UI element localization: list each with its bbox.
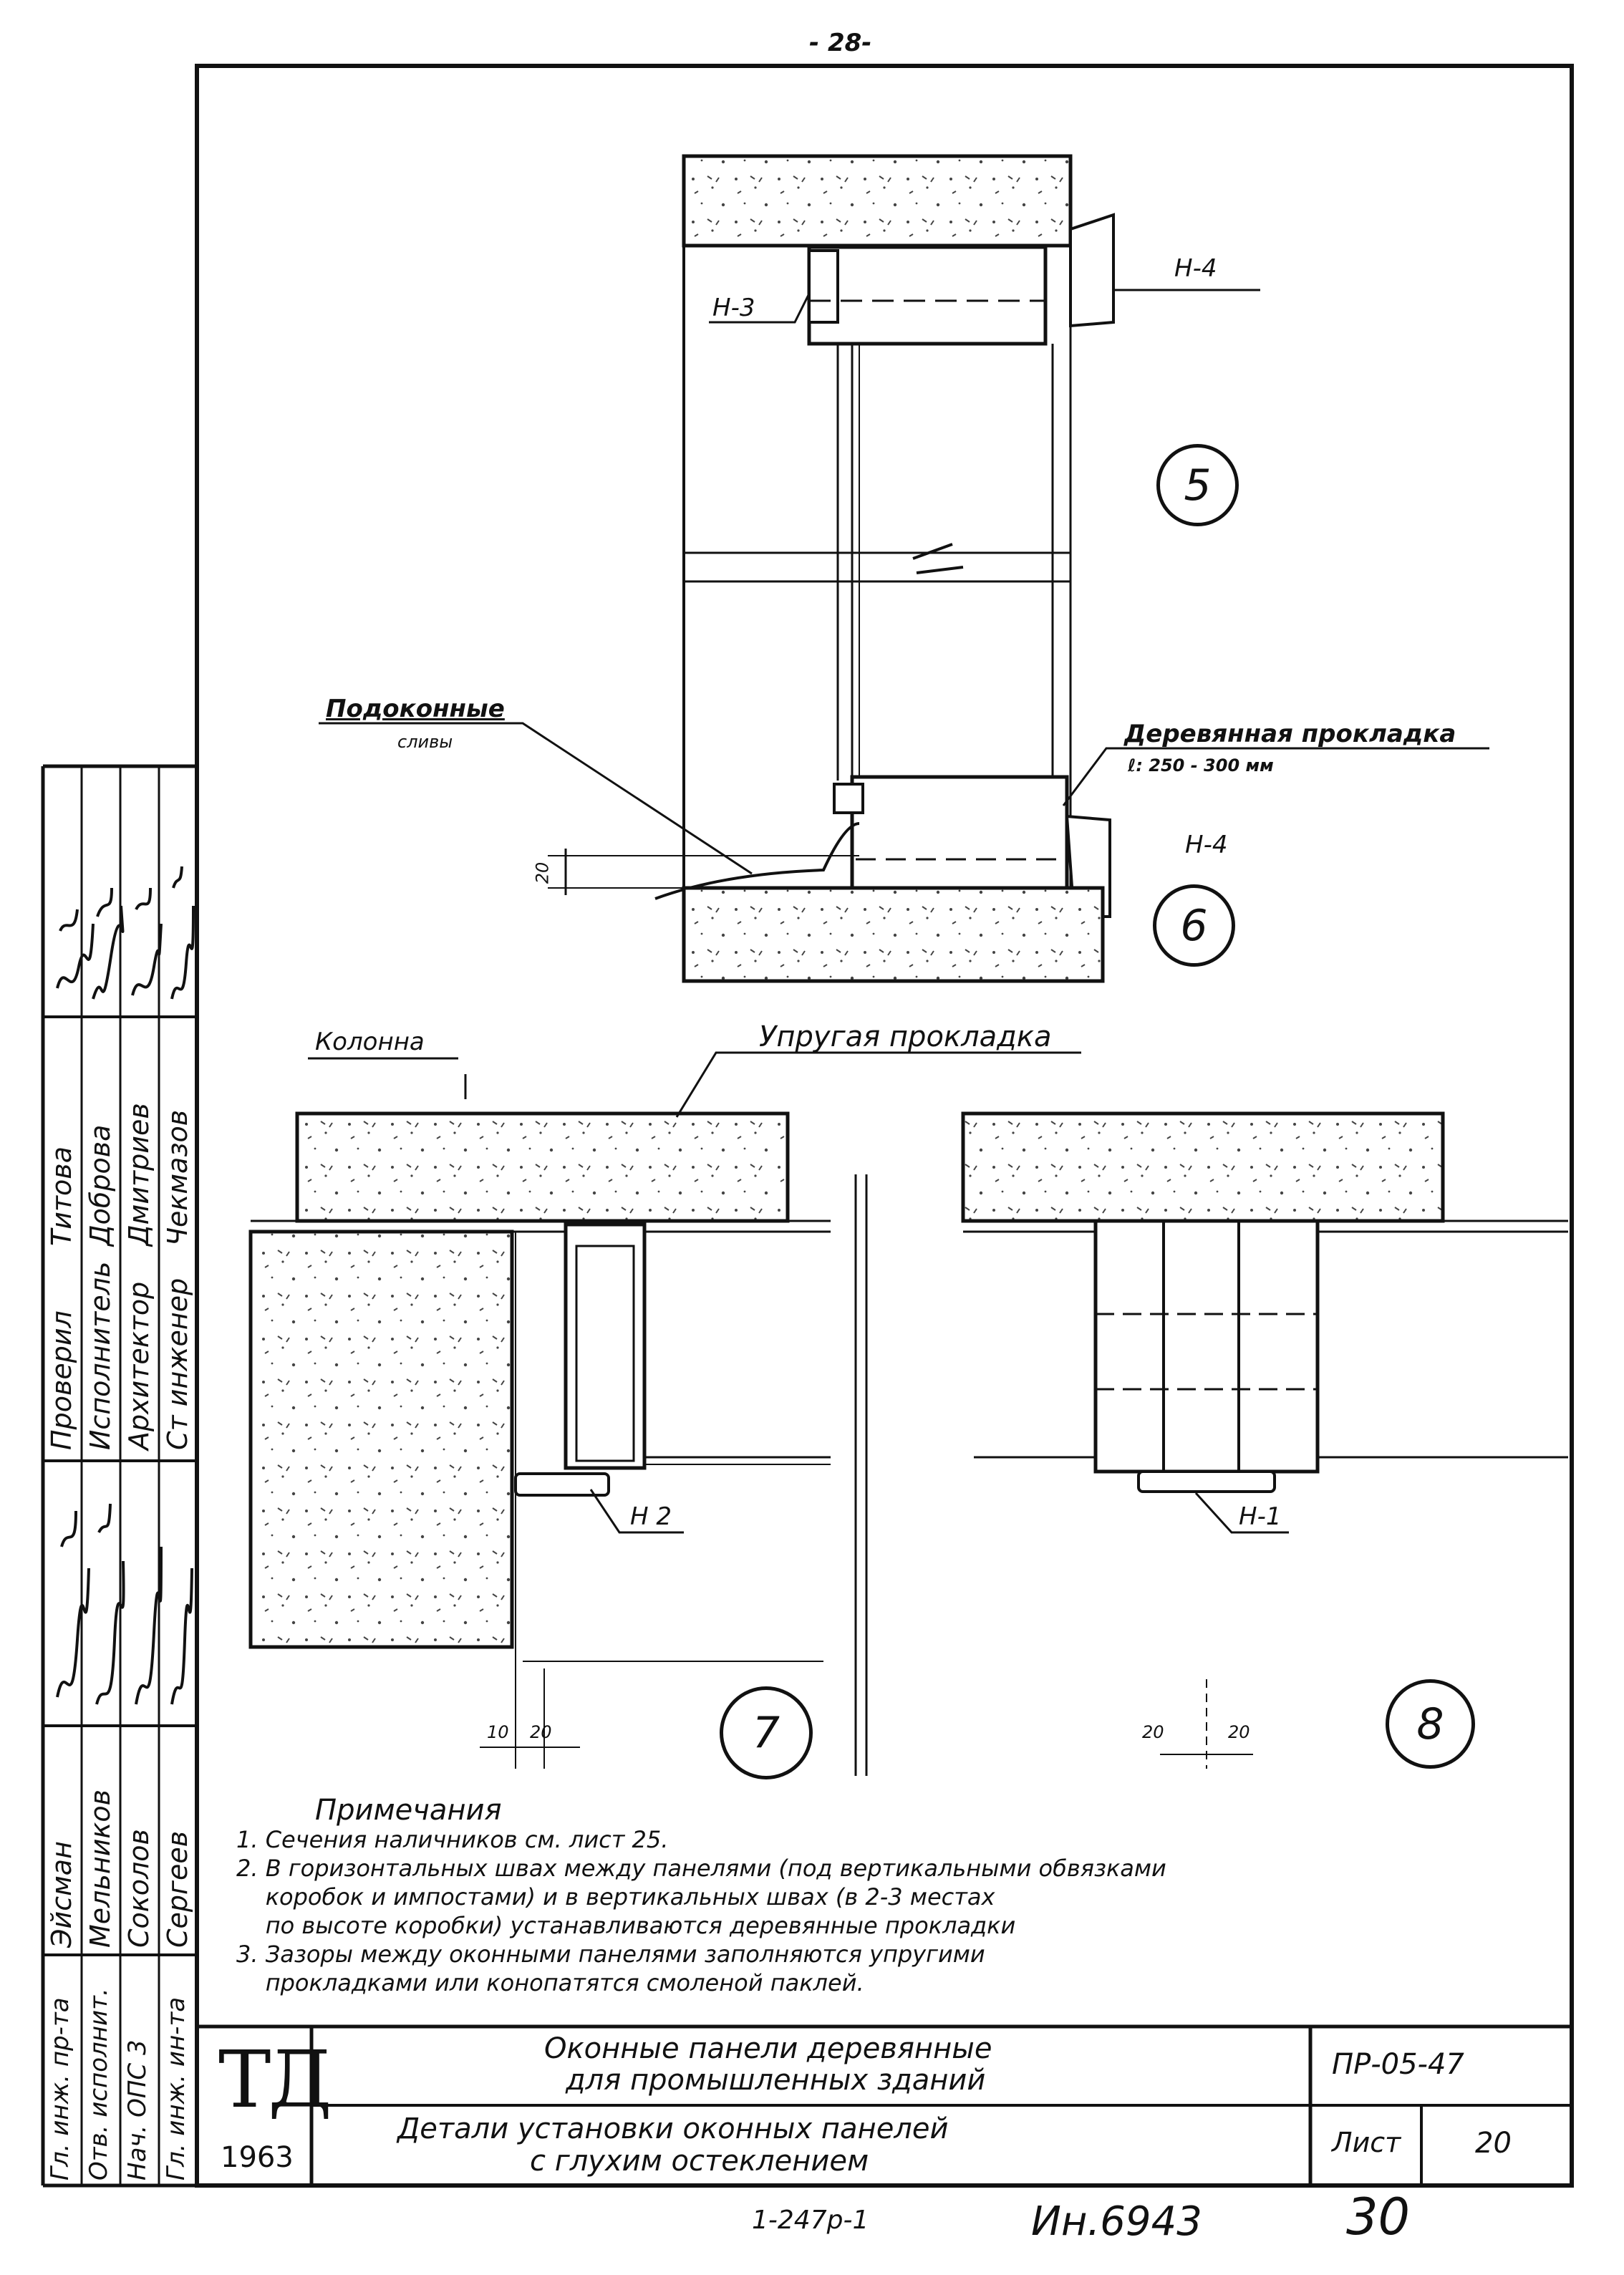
title-line-2: для промышленных зданий <box>566 2064 986 2097</box>
title-block-lines <box>197 2024 1572 2188</box>
drawing-code: ПР-05-47 <box>1332 2048 1464 2081</box>
sig-bottom-name-2: Соколов <box>123 1829 155 1948</box>
detail-8-drawing <box>961 1111 1568 1769</box>
subtitle-line-1: Детали установки оконных панелей <box>397 2112 949 2145</box>
footer-page: 30 <box>1346 2188 1411 2246</box>
sig-name-2: Дмитриев <box>123 1103 155 1246</box>
label-column: Колонна <box>315 1028 425 1056</box>
signature-table-lines <box>41 764 197 2188</box>
notes-title: Примечания <box>315 1794 502 1827</box>
sig-bottom-role-3: Отв. исполнит. <box>84 1988 113 2180</box>
sig-bottom-name-3: Мельников <box>84 1789 116 1948</box>
detail-6-drawing <box>319 722 1489 983</box>
label-n1: Н-1 <box>1239 1502 1282 1531</box>
sig-role-4: Проверил <box>46 1310 77 1450</box>
footer-project: 1-247р-1 <box>752 2206 869 2235</box>
sheet-number: 20 <box>1475 2127 1512 2160</box>
note-line-3: коробок и импостами) и в вертикальных шв… <box>236 1883 995 1911</box>
label-n4-mid: Н-4 <box>1185 831 1228 859</box>
note-line-5: 3. Зазоры между оконными панелями заполн… <box>236 1941 985 1968</box>
sig-role-3: Исполнитель <box>84 1261 116 1450</box>
label-n3: Н-3 <box>712 294 755 322</box>
label-wood-pad-length: ℓ: 250 - 300 мм <box>1128 755 1274 776</box>
dim-20-b: 20 <box>1142 1722 1164 1742</box>
detail-number-7: 7 <box>720 1686 813 1779</box>
label-sill-drain: Подоконные <box>326 695 505 723</box>
sig-bottom-name-1: Сергеев <box>162 1830 193 1948</box>
label-wood-pad: Деревянная прокладка <box>1124 720 1456 748</box>
label-n4-top: Н-4 <box>1174 254 1217 283</box>
sig-role-1: Ст инженер <box>162 1277 193 1450</box>
note-line-6: прокладками или конопатятся смоленой пак… <box>236 1969 864 1996</box>
note-line-4: по высоте коробки) устанавливаются дерев… <box>236 1912 1016 1939</box>
subtitle-line-2: с глухим остеклением <box>530 2145 869 2178</box>
sig-bottom-role-1: Гл. инж. ин-та <box>162 1996 190 2180</box>
sig-name-4: Титова <box>46 1146 77 1246</box>
detail-number-5: 5 <box>1156 444 1239 526</box>
sig-name-1: Чекмазов <box>162 1109 193 1246</box>
title-line-1: Оконные панели деревянные <box>544 2032 992 2065</box>
sig-bottom-role-4: Гл. инж. пр-та <box>46 1997 74 2180</box>
page-number: - 28- <box>809 29 872 57</box>
sig-name-3: Доброва <box>84 1124 116 1246</box>
dim-20-a: 20 <box>530 1722 552 1742</box>
detail-7-drawing <box>248 1051 1081 1769</box>
label-n2: Н 2 <box>630 1502 672 1531</box>
dim-10: 10 <box>487 1722 509 1742</box>
label-sill-drain-2: сливы <box>397 732 453 752</box>
note-line-2: 2. В горизонтальных швах между панелями … <box>236 1855 1166 1882</box>
title-year: 1963 <box>221 2141 294 2174</box>
signature-scribbles <box>56 866 195 1705</box>
sig-bottom-name-4: Эйсман <box>46 1841 77 1948</box>
dim-20-vertical: 20 <box>532 861 553 884</box>
dim-20-c: 20 <box>1228 1722 1250 1742</box>
sig-bottom-role-2: Нач. ОПС 3 <box>123 2039 152 2180</box>
label-elastic-pad: Упругая прокладка <box>759 1020 1052 1053</box>
note-line-1: 1. Сечения наличников см. лист 25. <box>236 1826 669 1853</box>
footer-inventory: Ин.6943 <box>1031 2198 1202 2245</box>
detail-number-8: 8 <box>1386 1679 1475 1769</box>
sig-role-2: Архитектор <box>123 1281 155 1450</box>
detail-number-6: 6 <box>1153 884 1235 967</box>
sheet-label: Лист <box>1332 2127 1401 2158</box>
logo-td: ТД <box>218 2034 332 2125</box>
detail-5-drawing <box>682 154 1260 981</box>
